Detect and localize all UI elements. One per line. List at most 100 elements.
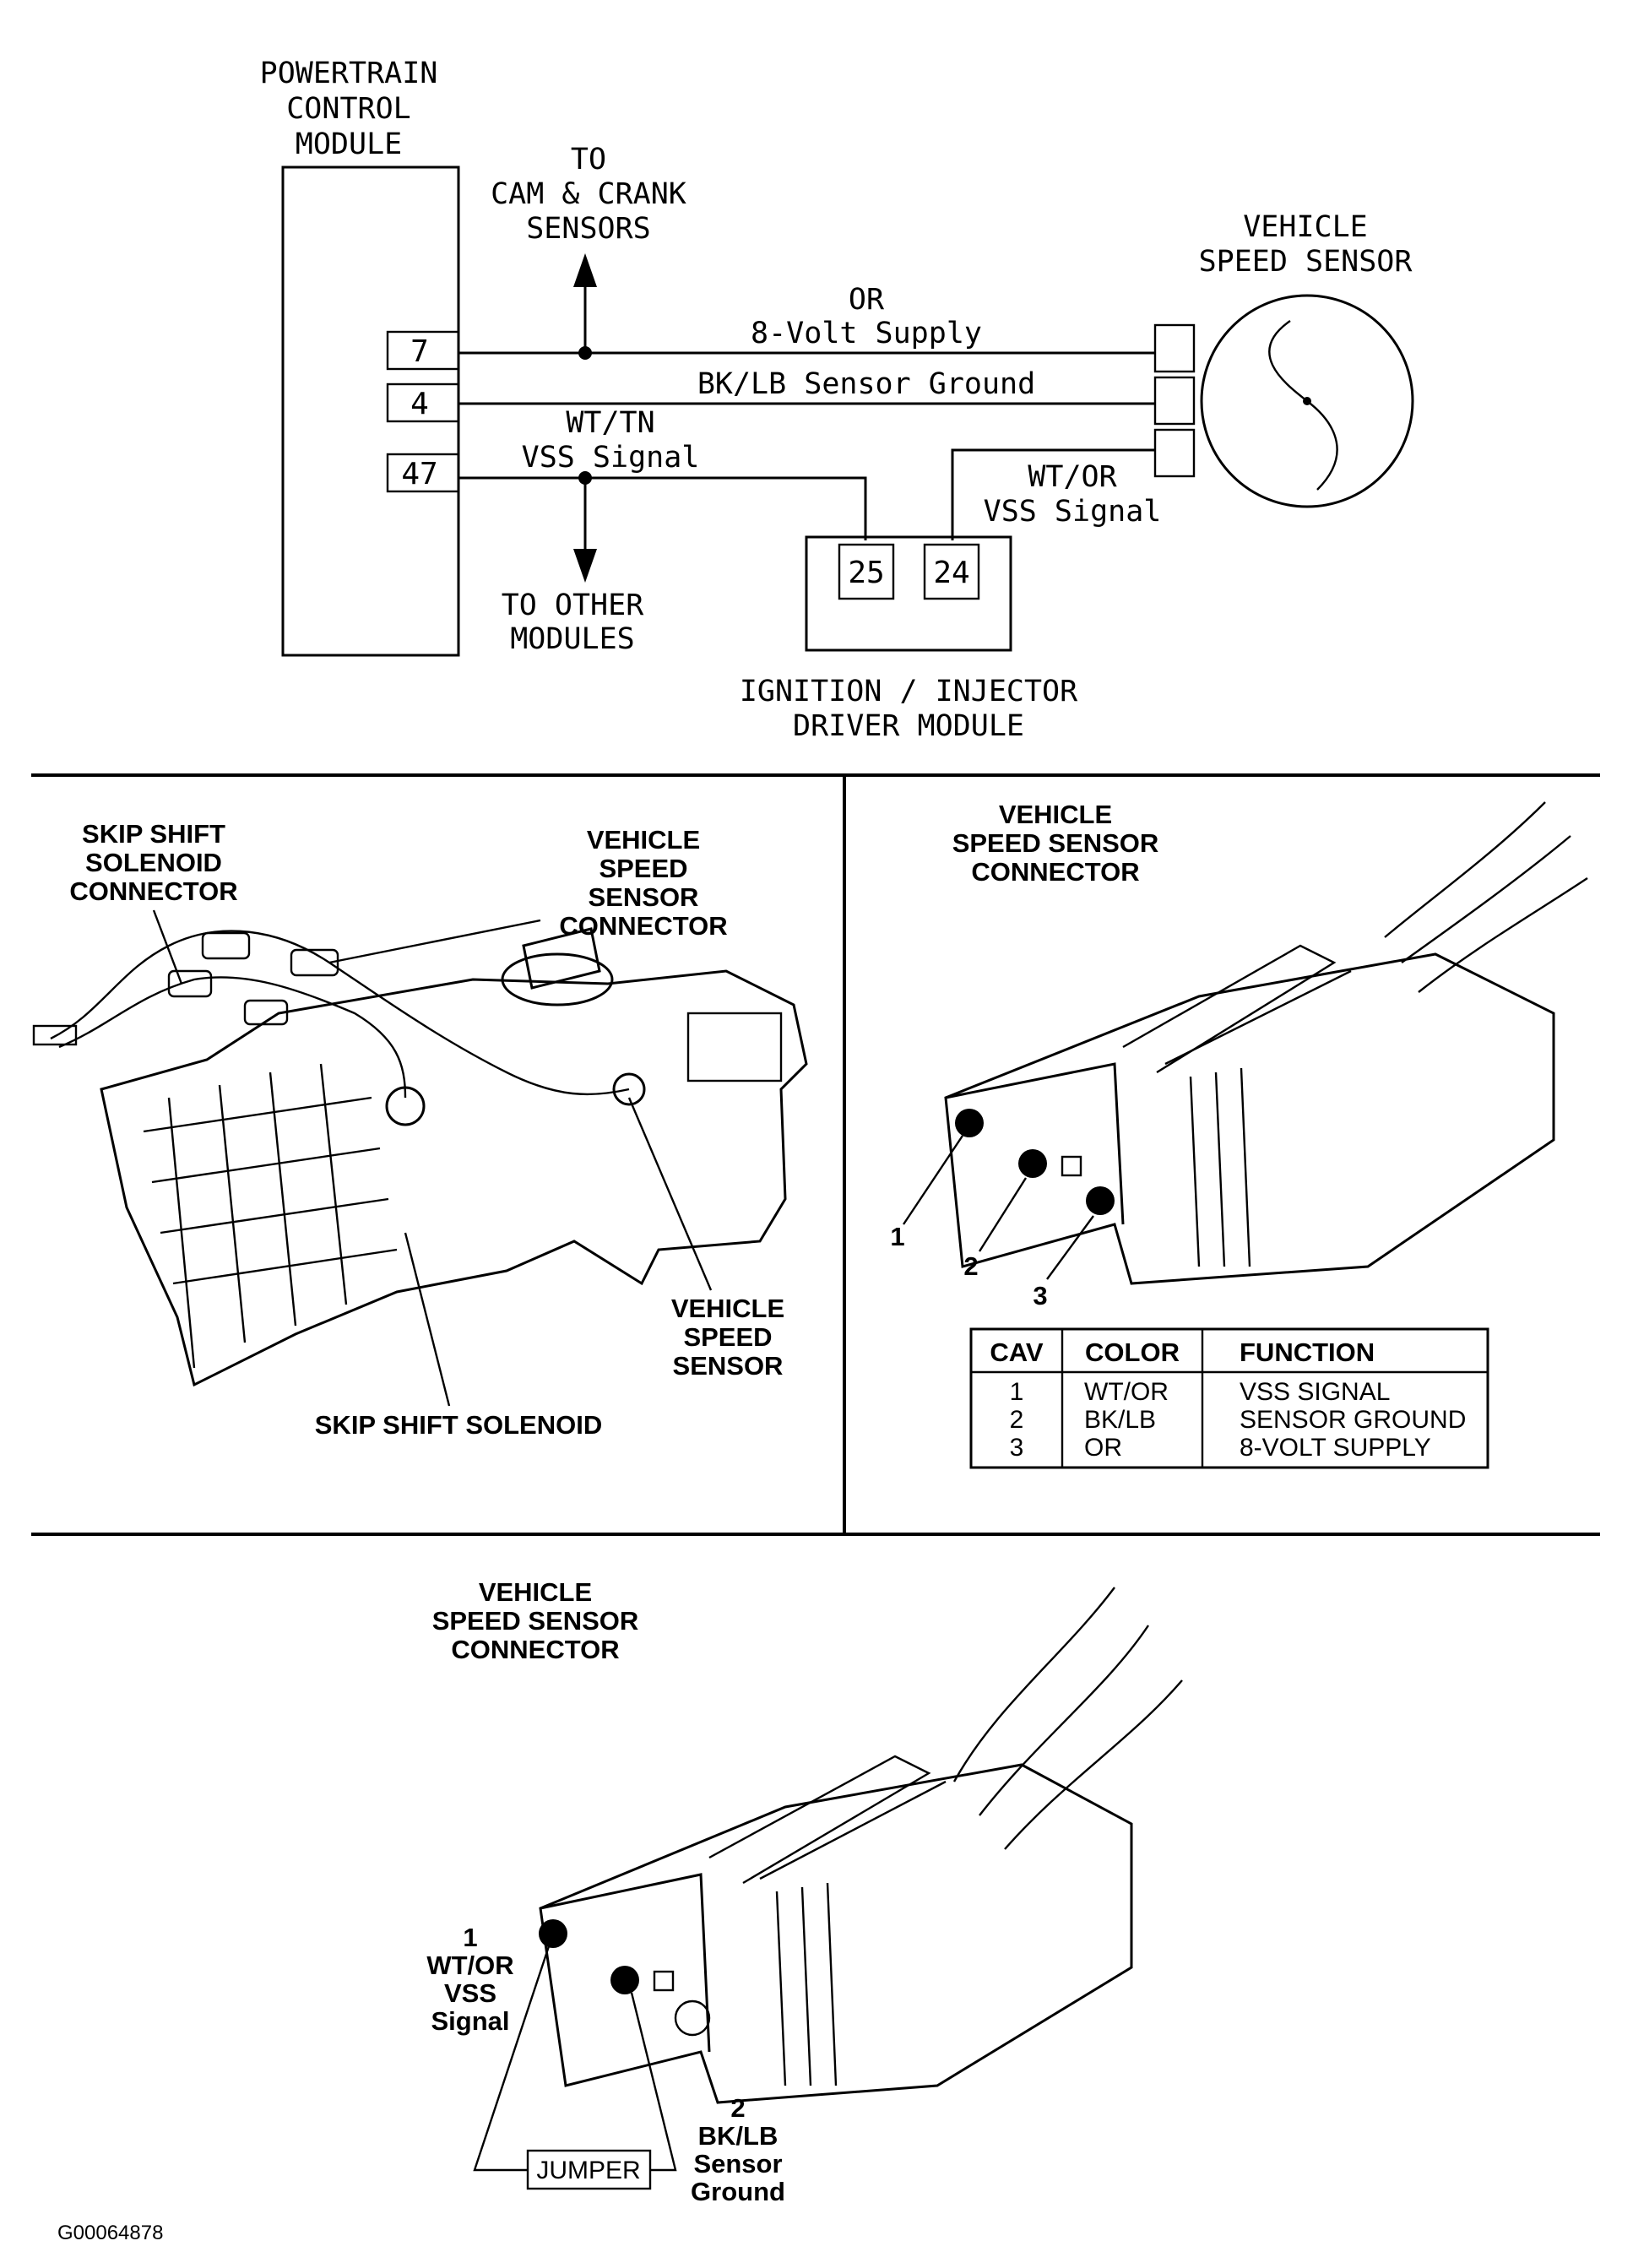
to-other-line2: MODULES xyxy=(510,622,635,656)
jumper-lead-right xyxy=(630,1992,677,2172)
vss-connector-line1: VEHICLE xyxy=(587,825,700,855)
conn-body xyxy=(944,952,1555,1285)
jumper-cav2-line2: BK/LB xyxy=(698,2121,779,2151)
wire-wtor-color: WT/OR xyxy=(1028,460,1117,494)
vss-rotor-curve xyxy=(1268,320,1338,491)
idm-pin-25-box xyxy=(838,543,895,600)
jumper-cav1-line3: VSS xyxy=(444,1978,496,2008)
cavity-1-leader xyxy=(903,1135,963,1225)
vss-connector-line3: SENSOR xyxy=(589,882,699,912)
rib-2 xyxy=(218,1084,247,1343)
skip-connector-line1: SKIP SHIFT xyxy=(82,819,225,849)
figure-id: G00064878 xyxy=(57,2222,163,2244)
cavity-3-leader xyxy=(1046,1215,1094,1280)
wire-or-color: OR xyxy=(849,283,885,317)
pcm-label-line3: MODULE xyxy=(296,128,402,161)
rib-1 xyxy=(167,1097,196,1369)
wire-wttn-color: WT/TN xyxy=(566,406,654,440)
to-cam-line2: CAM & CRANK xyxy=(491,177,686,211)
arrow-down-head xyxy=(573,549,597,583)
jumper-cavity-3 xyxy=(674,1999,711,2037)
table-row2-function: SENSOR GROUND xyxy=(1240,1406,1466,1434)
conn-rib-2 xyxy=(1214,1072,1226,1267)
table-row2-cav: 2 xyxy=(1010,1406,1024,1434)
idm-pin-25: 25 xyxy=(848,556,884,590)
pcm-pin-7: 7 xyxy=(410,334,429,369)
table-row3-cav: 3 xyxy=(1010,1434,1024,1462)
wire-wtor-function: VSS Signal xyxy=(984,495,1162,529)
to-cam-line1: TO xyxy=(571,143,606,176)
jumper-cav2-line4: Ground xyxy=(691,2177,785,2206)
jumper-lead-left xyxy=(473,1945,551,2172)
vss-center xyxy=(1303,397,1311,405)
connector-lower xyxy=(243,999,289,1026)
table-row1-color: WT/OR xyxy=(1084,1378,1169,1406)
rib-h1 xyxy=(143,1096,372,1133)
rib-h4 xyxy=(172,1248,398,1285)
leader-vss-sensor xyxy=(627,1097,713,1291)
vss-terminal-2 xyxy=(1153,376,1196,426)
vss-mount xyxy=(612,1072,646,1106)
idm-label-line1: IGNITION / INJECTOR xyxy=(740,675,1078,708)
jumper-cavity-2 xyxy=(610,1966,639,1994)
jumper-wire-3 xyxy=(1004,1679,1183,1850)
conn-cavity-1 xyxy=(955,1109,984,1137)
skip-connector-line2: SOLENOID xyxy=(85,848,222,877)
pcm-box xyxy=(281,165,460,657)
jumper-wire-2 xyxy=(979,1625,1149,1816)
rib-3 xyxy=(269,1072,297,1327)
cavity-1-label: 1 xyxy=(890,1222,904,1251)
pcm-pin-47: 47 xyxy=(401,457,437,491)
conn-key xyxy=(1061,1155,1082,1177)
wire-or-function: 8-Volt Supply xyxy=(751,317,982,350)
conn-rib-3 xyxy=(1240,1067,1251,1267)
cavity-3-label: 3 xyxy=(1033,1281,1047,1310)
harness-wire-a xyxy=(50,930,630,1096)
jumper-cav1-line4: Signal xyxy=(431,2006,509,2036)
wiring-schematic: POWERTRAIN CONTROL MODULE 7 4 47 TO CAM … xyxy=(260,57,1414,743)
vss-connector-line2: SPEED xyxy=(599,854,687,883)
vss-sensor-line1: VEHICLE xyxy=(671,1294,784,1323)
transmission-illustration: SKIP SHIFT SOLENOID CONNECTOR VEHICLE SP… xyxy=(32,819,808,1440)
vss-terminal-1 xyxy=(1153,323,1196,373)
skip-solenoid-label: SKIP SHIFT SOLENOID xyxy=(315,1410,602,1440)
conn-latch xyxy=(1122,944,1337,1074)
wire-wtor xyxy=(951,448,1155,540)
idm-label-line2: DRIVER MODULE xyxy=(793,709,1024,743)
rib-4 xyxy=(319,1063,348,1305)
jumper-conn-body xyxy=(539,1763,1133,2104)
jumper-conn-rail xyxy=(759,1780,947,1880)
leader-skip-solenoid xyxy=(404,1232,451,1407)
pcm-pin-47-box xyxy=(386,453,460,493)
vss-connector-body xyxy=(290,948,339,977)
vss-terminal-3 xyxy=(1153,428,1196,478)
to-other-line1: TO OTHER xyxy=(502,589,645,622)
conn-wire-1 xyxy=(1384,801,1546,938)
wire-wttn xyxy=(458,476,867,540)
conn-latch-rail xyxy=(1164,969,1352,1066)
conn-wire-2 xyxy=(1401,835,1571,963)
jumper-cav1-line2: WT/OR xyxy=(426,1951,513,1980)
conn-title-line2: SPEED SENSOR xyxy=(952,828,1159,858)
jumper-rib-2 xyxy=(800,1886,812,2086)
jumper-conn-latch xyxy=(708,1755,931,1885)
conn-title-line3: CONNECTOR xyxy=(971,857,1139,887)
connector-upper xyxy=(201,931,251,960)
jumper-rib-1 xyxy=(775,1891,787,2086)
rib-h3 xyxy=(160,1197,389,1234)
skip-connector-line3: CONNECTOR xyxy=(69,876,237,906)
shifter-lever xyxy=(522,927,601,990)
jumper-view: VEHICLE SPEED SENSOR CONNECTOR 1 WT/OR V… xyxy=(426,1577,1183,2206)
shifter-base xyxy=(501,952,614,1006)
wire-bklb-label: BK/LB Sensor Ground xyxy=(697,367,1035,401)
rib-h2 xyxy=(151,1147,381,1184)
pinout-table xyxy=(969,1327,1489,1469)
wire-wttn-function: VSS Signal xyxy=(522,441,700,475)
arrow-up-head xyxy=(573,253,597,287)
cavity-2-label: 2 xyxy=(963,1251,978,1281)
vss-sensor-line3: SENSOR xyxy=(673,1351,784,1381)
jumper-conn-face xyxy=(540,1873,711,2053)
harness-wire-b xyxy=(58,976,407,1099)
conn-wire-3 xyxy=(1418,877,1588,993)
